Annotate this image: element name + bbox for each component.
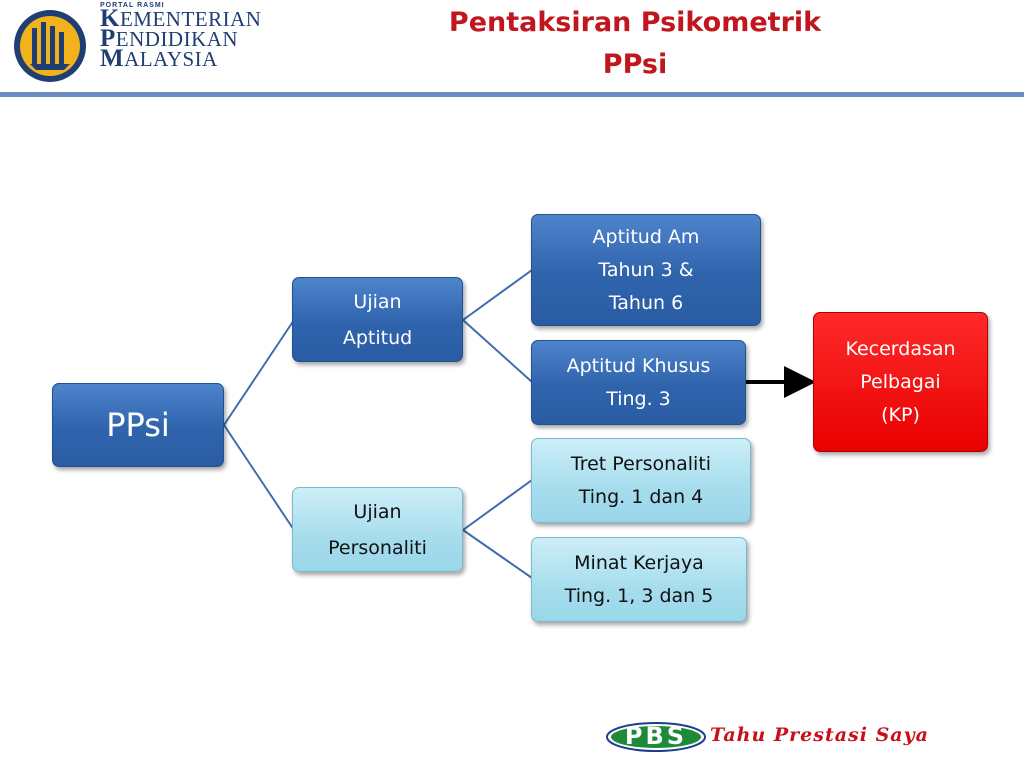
pbs-logo-icon [606,722,706,752]
portal-label: PORTAL RASMI [100,2,165,9]
node-ujian-personaliti: Ujian Personaliti [292,487,463,572]
ministry-emblem-icon [14,10,86,82]
node-ppsi-label: PPsi [106,406,170,444]
ministry-line-1: KEMENTERIAN [100,5,262,32]
node-ujian-personaliti-line2: Personaliti [328,536,427,559]
title-line-2: PPsi [602,49,668,80]
connector-aptitud-am [462,269,533,321]
pbs-brand-text: PBS [624,722,688,750]
ministry-logo: PORTAL RASMI KEMENTERIAN PENDIDIKAN MALA… [10,2,280,90]
node-tret-personaliti: Tret Personaliti Ting. 1 dan 4 [531,438,751,523]
node-aptitud-am-line3: Tahun 6 [608,291,684,314]
node-minat-line2: Ting. 1, 3 dan 5 [564,584,714,607]
node-ujian-personaliti-line1: Ujian [353,500,402,523]
node-aptitud-am-line1: Aptitud Am [592,225,700,248]
node-kp-line1: Kecerdasan [845,337,956,360]
node-tret-line1: Tret Personaliti [570,452,712,475]
node-ujian-aptitud: Ujian Aptitud [292,277,463,362]
node-minat-kerjaya: Minat Kerjaya Ting. 1, 3 dan 5 [531,537,747,622]
node-ujian-aptitud-line2: Aptitud [342,326,413,349]
header-divider [0,92,1024,97]
title-line-1: Pentaksiran Psikometrik [448,7,822,38]
ministry-name: PORTAL RASMI KEMENTERIAN PENDIDIKAN MALA… [100,2,262,72]
pbs-logo: PBS Tahu Prestasi Saya [606,720,936,754]
slide-title: Pentaksiran Psikometrik PPsi [380,2,890,86]
node-minat-line1: Minat Kerjaya [574,551,704,574]
connector-personaliti-tret [462,479,533,531]
node-ppsi: PPsi [52,383,224,467]
node-tret-line2: Ting. 1 dan 4 [578,485,704,508]
connector-aptitud-khusus [462,319,533,383]
node-aptitud-khusus: Aptitud Khusus Ting. 3 [531,340,746,425]
node-aptitud-am-line2: Tahun 3 & [598,258,694,281]
ministry-line-2: PENDIDIKAN [100,25,239,52]
node-aptitud-am: Aptitud Am Tahun 3 & Tahun 6 [531,214,761,326]
node-aptitud-khusus-line2: Ting. 3 [606,387,671,410]
node-aptitud-khusus-line1: Aptitud Khusus [566,354,711,377]
pbs-tagline: Tahu Prestasi Saya [710,724,929,746]
connector-root-aptitud [223,319,295,426]
connector-root-personaliti [223,424,295,531]
connector-personaliti-minat [462,529,533,579]
node-ujian-aptitud-line1: Ujian [353,290,402,313]
node-kp-line2: Pelbagai [860,370,941,393]
node-kecerdasan-pelbagai: Kecerdasan Pelbagai (KP) [813,312,988,452]
ministry-line-3: MALAYSIA [100,45,218,72]
node-kp-line3: (KP) [881,403,920,426]
